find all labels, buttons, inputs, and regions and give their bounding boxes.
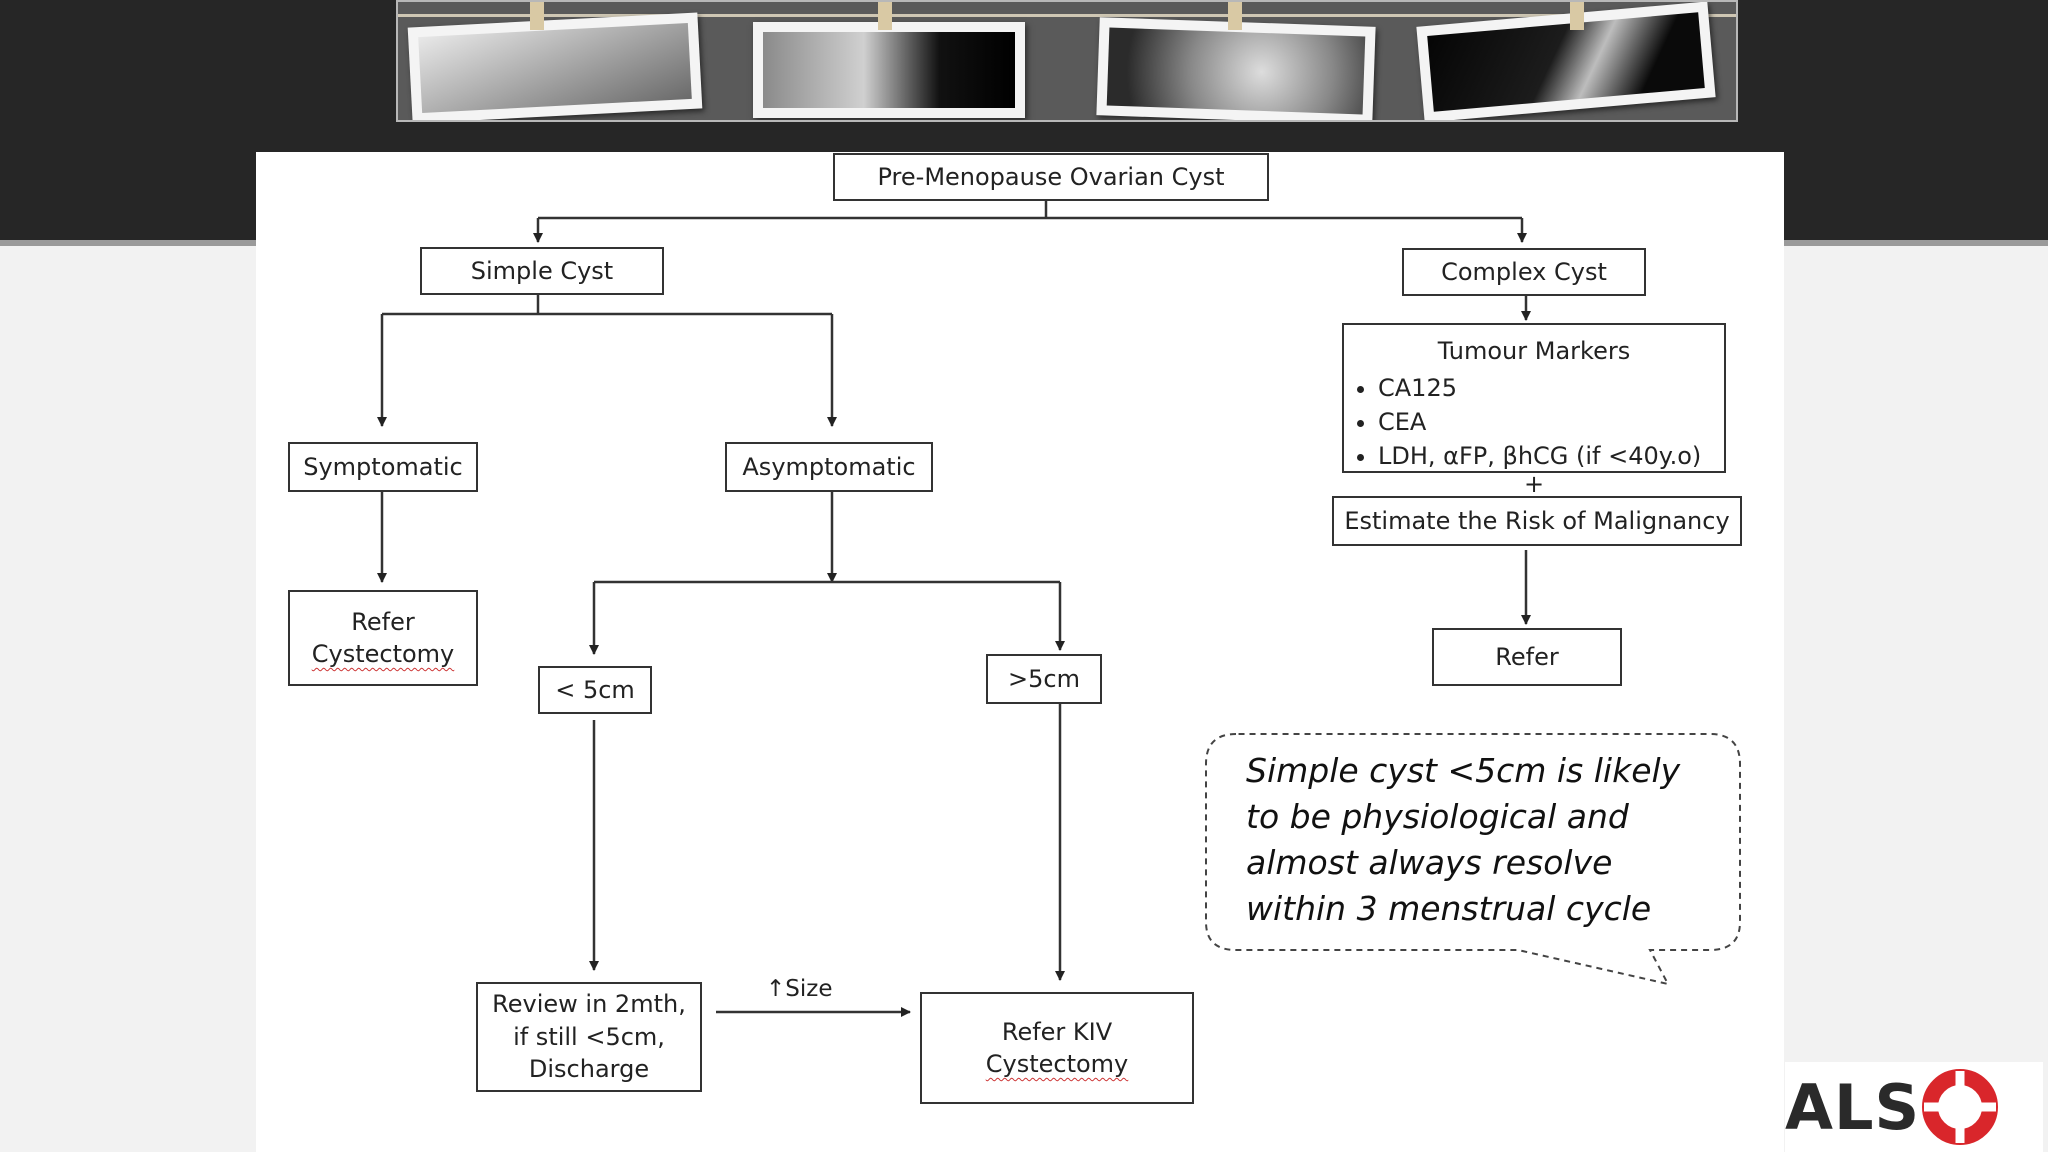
baby-photo bbox=[753, 22, 1025, 118]
plus-sign: + bbox=[1524, 470, 1545, 498]
risk-malignancy-node: Estimate the Risk of Malignancy bbox=[1332, 496, 1742, 546]
clothes-peg bbox=[530, 2, 544, 30]
review-line2: if still <5cm, bbox=[513, 1022, 665, 1051]
root-label: Pre-Menopause Ovarian Cyst bbox=[877, 162, 1225, 191]
simple-cyst-label: Simple Cyst bbox=[470, 256, 614, 285]
logo-text: ALS bbox=[1785, 1070, 1921, 1144]
review-node: Review in 2mth, if still <5cm, Discharge bbox=[476, 982, 702, 1092]
marker-item: LDH, αFP, βhCG (if <40y.o) bbox=[1378, 439, 1724, 473]
cystectomy-label: Cystectomy bbox=[311, 640, 455, 668]
symptomatic-node: Symptomatic bbox=[288, 442, 478, 492]
root-node: Pre-Menopause Ovarian Cyst bbox=[833, 153, 1269, 201]
simple-cyst-node: Simple Cyst bbox=[420, 247, 664, 295]
refer-label: Refer bbox=[351, 607, 415, 636]
complex-cyst-label: Complex Cyst bbox=[1441, 257, 1607, 286]
risk-malignancy-label: Estimate the Risk of Malignancy bbox=[1344, 506, 1730, 535]
clothes-peg bbox=[1228, 2, 1242, 30]
lifebuoy-icon bbox=[1922, 1069, 1999, 1145]
callout-bubble bbox=[1205, 733, 1741, 986]
refer-final-label: Refer bbox=[1495, 642, 1559, 671]
refer-kiv-node: Refer KIV Cystectomy bbox=[920, 992, 1194, 1104]
clothes-peg bbox=[878, 2, 892, 30]
tumour-markers-list: CA125 CEA LDH, αFP, βhCG (if <40y.o) bbox=[1344, 371, 1724, 473]
tumour-markers-title: Tumour Markers bbox=[1437, 337, 1631, 365]
lt5cm-node: < 5cm bbox=[538, 666, 652, 714]
tumour-markers-node: Tumour Markers CA125 CEA LDH, αFP, βhCG … bbox=[1342, 323, 1726, 473]
lt5cm-label: < 5cm bbox=[555, 675, 635, 704]
callout-text: Simple cyst <5cm is likely to be physiol… bbox=[1246, 751, 1681, 928]
clothesline bbox=[398, 14, 1736, 17]
asymptomatic-label: Asymptomatic bbox=[742, 452, 916, 481]
complex-cyst-node: Complex Cyst bbox=[1402, 248, 1646, 296]
marker-item: CA125 bbox=[1378, 371, 1724, 405]
refer-kiv-line2: Cystectomy bbox=[985, 1050, 1129, 1078]
photo-strip bbox=[396, 0, 1738, 122]
refer-node: Refer bbox=[1432, 628, 1622, 686]
als-logo: ALS bbox=[1785, 1062, 2043, 1152]
symptomatic-label: Symptomatic bbox=[303, 452, 463, 481]
marker-item: CEA bbox=[1378, 405, 1724, 439]
asymptomatic-node: Asymptomatic bbox=[725, 442, 933, 492]
review-line1: Review in 2mth, bbox=[492, 990, 686, 1019]
review-line3: Discharge bbox=[528, 1055, 650, 1084]
gt5cm-node: >5cm bbox=[986, 654, 1102, 704]
size-increase-label: ↑Size bbox=[766, 976, 833, 1002]
refer-cystectomy-node: Refer Cystectomy bbox=[288, 590, 478, 686]
clothes-peg bbox=[1570, 2, 1584, 30]
gt5cm-label: >5cm bbox=[1008, 664, 1080, 693]
refer-kiv-line1: Refer KIV bbox=[1001, 1017, 1113, 1046]
